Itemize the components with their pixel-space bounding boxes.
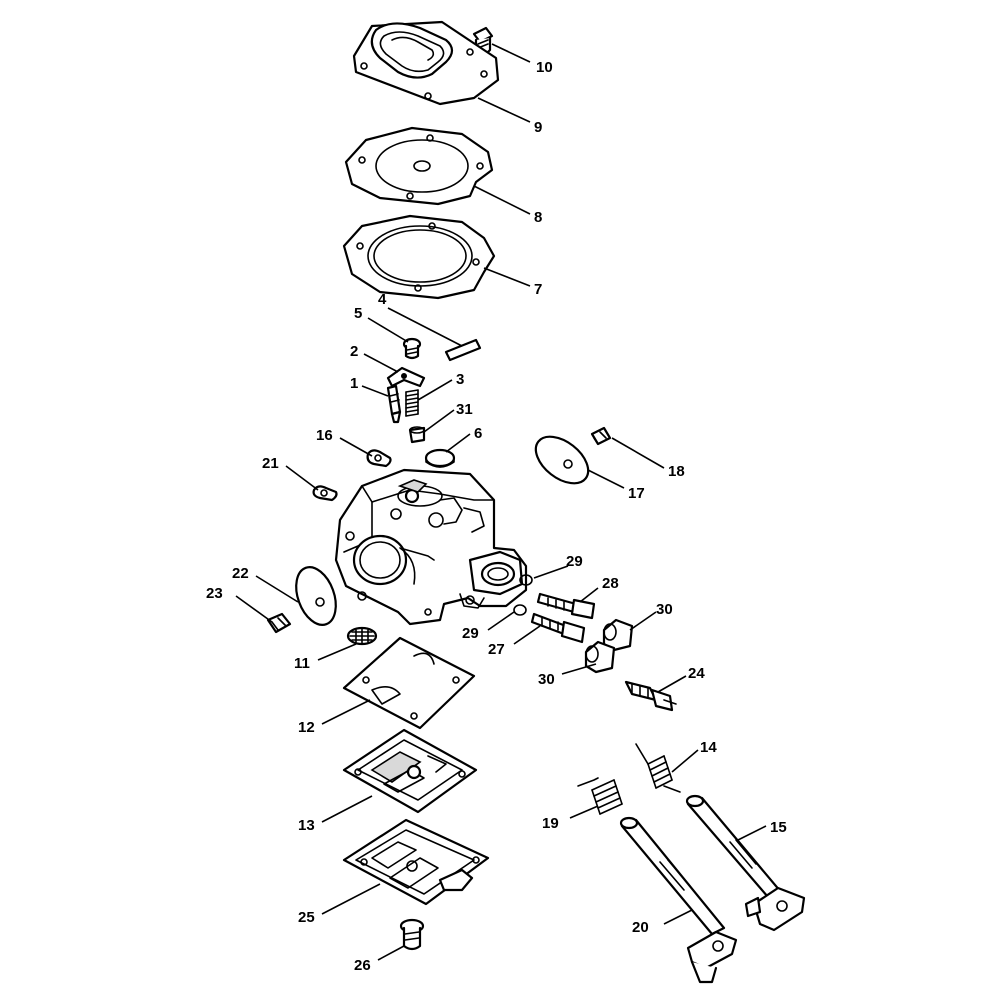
callout-16: 16 — [316, 427, 333, 444]
part-9-pump-cover — [352, 20, 500, 106]
part-15-shaft — [685, 794, 806, 932]
callout-31: 31 — [456, 401, 473, 418]
callout-7: 7 — [534, 281, 542, 298]
part-25-cover — [342, 818, 490, 906]
callout-22: 22 — [232, 565, 249, 582]
callout-13: 13 — [298, 817, 315, 834]
part-27-adjust-screw — [530, 612, 586, 644]
callout-30-upper: 30 — [656, 601, 673, 618]
callout-8: 8 — [534, 209, 542, 226]
part-30-limiter-cap-lower — [584, 640, 616, 674]
callout-2: 2 — [350, 343, 358, 360]
callout-15: 15 — [770, 819, 787, 836]
callout-27: 27 — [488, 641, 505, 658]
part-7-gasket — [342, 214, 496, 300]
callout-14: 14 — [700, 739, 717, 756]
callout-4: 4 — [378, 291, 387, 308]
callout-3: 3 — [456, 371, 464, 388]
part-23-screw — [266, 612, 292, 634]
part-13-diaphragm — [342, 728, 478, 814]
callout-18: 18 — [668, 463, 685, 480]
part-21-clip — [312, 485, 338, 502]
leader-lines — [235, 43, 767, 961]
part-31-plug — [408, 426, 426, 444]
callout-28: 28 — [602, 575, 619, 592]
callout-10: 10 — [536, 59, 553, 76]
part-26-screw — [399, 918, 425, 951]
part-4-pin — [444, 338, 482, 362]
part-18-screw — [590, 426, 612, 446]
callout-29-lower: 29 — [462, 625, 479, 642]
part-17-shutter — [534, 435, 590, 485]
callout-25: 25 — [298, 909, 315, 926]
callout-24: 24 — [688, 665, 705, 682]
callout-9: 9 — [534, 119, 542, 136]
part-24-idle-screw — [624, 680, 677, 712]
callout-12: 12 — [298, 719, 315, 736]
part-20-shaft — [619, 816, 738, 984]
part-29-o-rings — [513, 574, 533, 616]
callout-23: 23 — [206, 585, 223, 602]
part-8-pump-diaphragm — [344, 126, 494, 206]
callout-1: 1 — [350, 375, 358, 392]
callout-26: 26 — [354, 957, 371, 974]
part-14-spring — [635, 743, 681, 793]
part-19-spring — [577, 777, 623, 815]
part-2-control-lever — [386, 366, 426, 388]
callout-11: 11 — [294, 655, 310, 672]
part-16-clip — [366, 449, 392, 468]
callout-21: 21 — [262, 455, 279, 472]
callout-30-lower: 30 — [538, 671, 555, 688]
part-28-adjust-screw — [536, 592, 596, 620]
callout-labels: 10 9 8 7 4 5 2 1 3 31 6 16 21 18 17 22 2… — [206, 59, 787, 974]
carburetor-body — [334, 468, 528, 626]
callout-29-upper: 29 — [566, 553, 583, 570]
part-5-screw — [402, 337, 422, 360]
callout-5: 5 — [354, 305, 362, 322]
part-6-welch-plug — [424, 448, 456, 468]
part-1-inlet-needle — [386, 384, 402, 424]
part-11-strainer — [346, 626, 378, 646]
part-3-spring — [405, 389, 419, 417]
callout-6: 6 — [474, 425, 482, 442]
part-12-gasket — [342, 636, 476, 730]
callout-20: 20 — [632, 919, 649, 936]
callout-17: 17 — [628, 485, 645, 502]
part-22-shutter — [295, 566, 337, 626]
callout-19: 19 — [542, 815, 559, 832]
